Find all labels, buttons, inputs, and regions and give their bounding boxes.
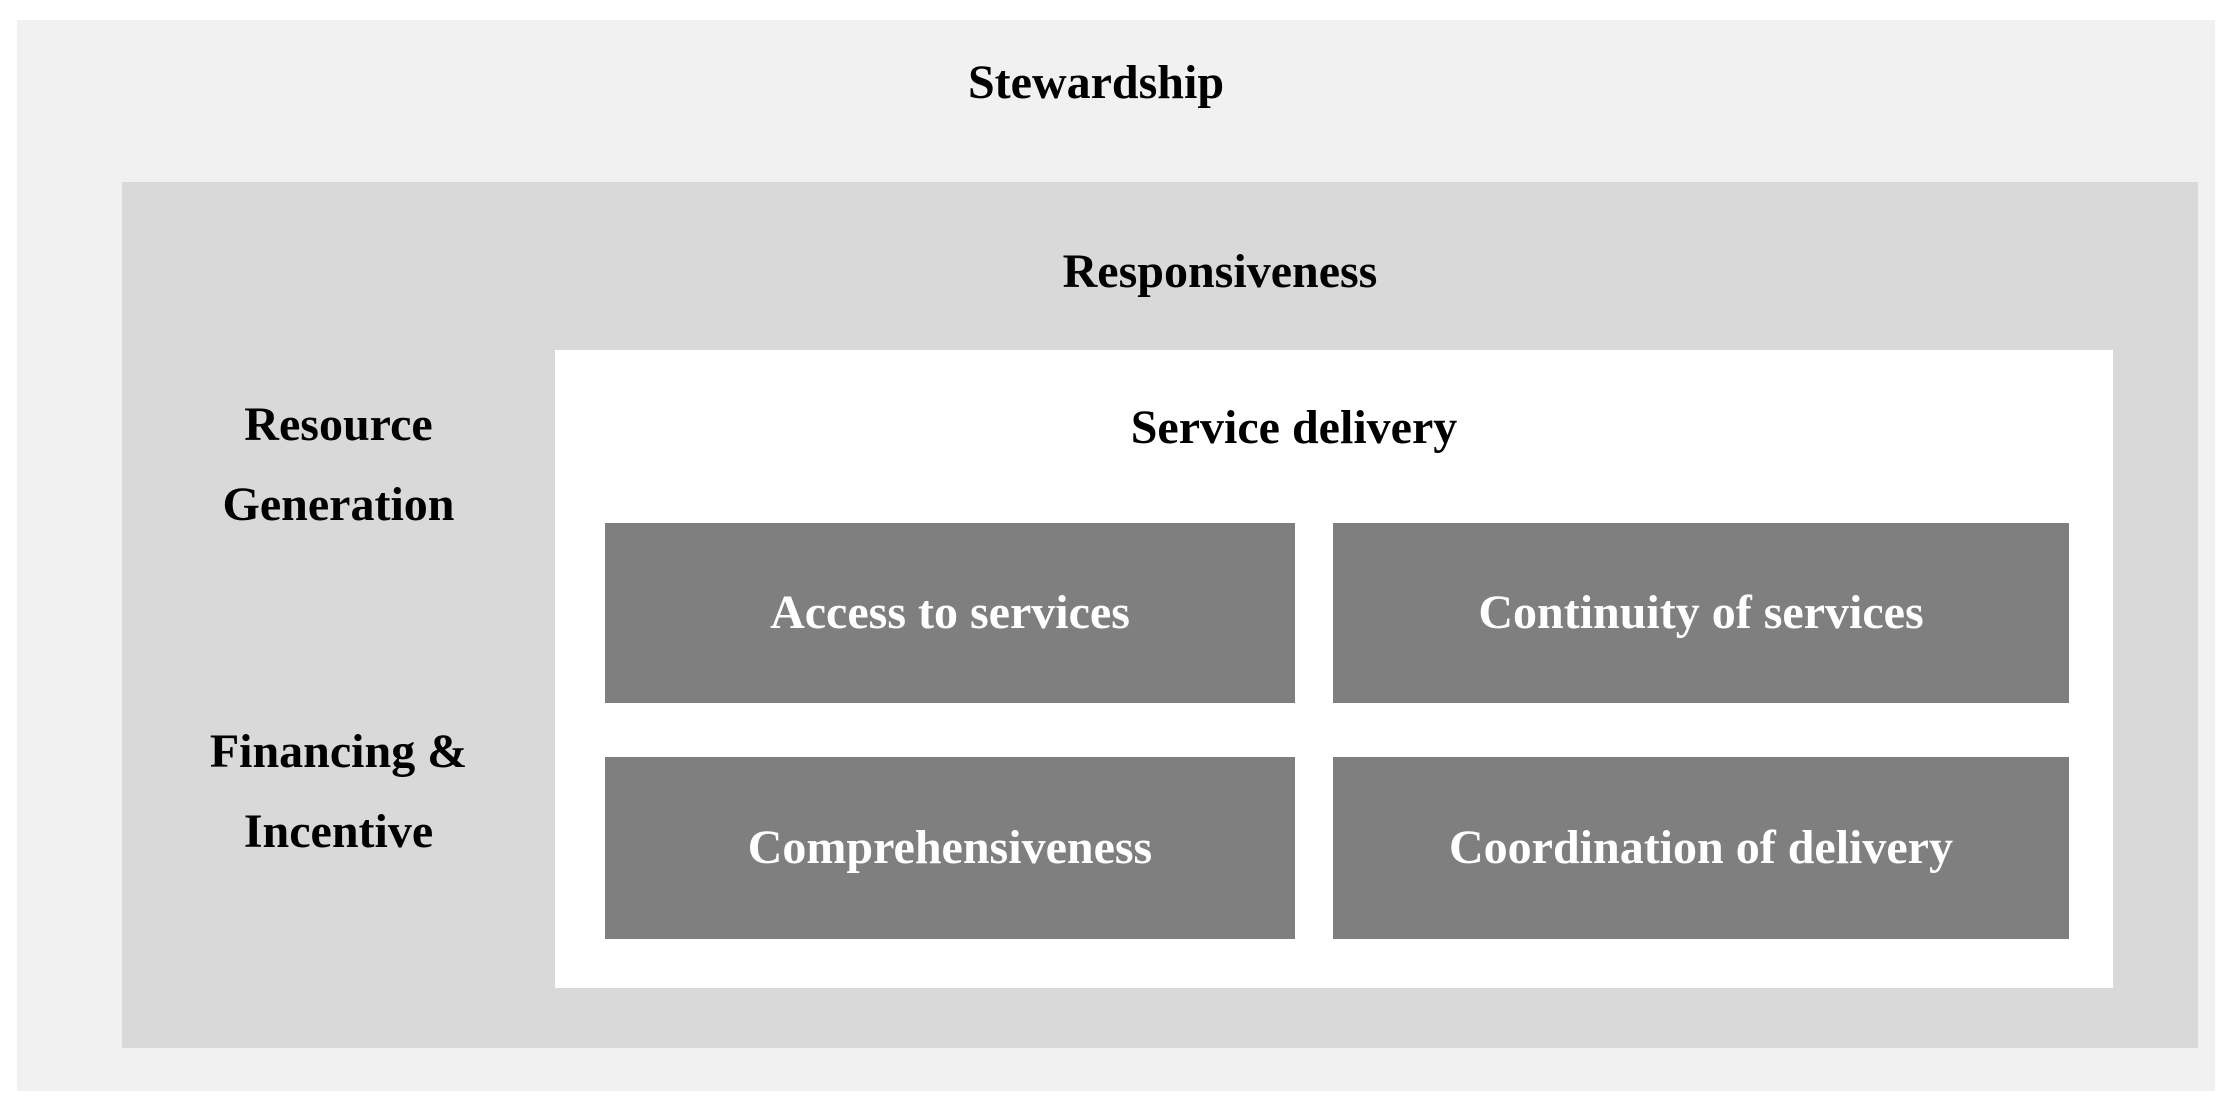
stewardship-box: Stewardship Responsiveness Resource Gene… bbox=[17, 20, 2215, 1091]
service-delivery-box: Service delivery Access to services Cont… bbox=[555, 350, 2113, 988]
resource-generation-line2: Generation bbox=[222, 478, 455, 531]
cell-coordination-of-delivery: Coordination of delivery bbox=[1333, 757, 2069, 939]
financing-incentive-line1: Financing & bbox=[209, 725, 468, 778]
responsiveness-label: Responsiveness bbox=[1062, 245, 1378, 298]
service-delivery-label: Service delivery bbox=[1130, 401, 1458, 454]
cell-comprehensiveness: Comprehensiveness bbox=[605, 757, 1295, 939]
responsiveness-box: Responsiveness Resource Generation Finan… bbox=[122, 182, 2198, 1048]
resource-generation-line1: Resource bbox=[244, 398, 433, 451]
side-label-column: Resource Generation Financing & Incentiv… bbox=[122, 182, 555, 1048]
financing-incentive-line2: Incentive bbox=[243, 805, 434, 858]
resource-generation-label: Resource Generation bbox=[122, 385, 555, 545]
cell-continuity-of-services: Continuity of services bbox=[1333, 523, 2069, 703]
financing-incentive-label: Financing & Incentive bbox=[122, 712, 555, 872]
stewardship-label: Stewardship bbox=[967, 56, 1225, 109]
cell-access-to-services: Access to services bbox=[605, 523, 1295, 703]
